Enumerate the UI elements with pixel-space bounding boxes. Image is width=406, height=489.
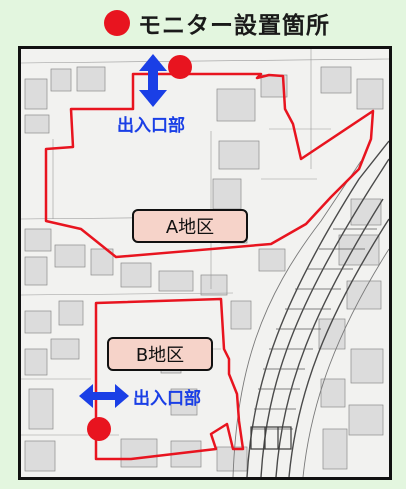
district-b-boundary <box>94 297 245 461</box>
entrance-label: 出入口部 <box>117 116 185 136</box>
crossing-grid <box>250 426 292 450</box>
site-map: 出入口部 出入口部 A地区 B地区 <box>18 46 392 480</box>
district-a-boundary <box>44 72 375 259</box>
red-dot-icon <box>87 417 111 441</box>
red-dot-icon <box>168 55 192 79</box>
double-arrow-icon <box>79 384 129 408</box>
district-b-label: B地区 <box>107 337 213 371</box>
legend: モニター設置箇所 <box>104 4 330 42</box>
entrance-label: 出入口部 <box>133 389 201 409</box>
legend-label: モニター設置箇所 <box>138 13 330 39</box>
red-dot-icon <box>104 10 130 36</box>
double-arrow-icon <box>139 54 167 107</box>
building-blocks <box>24 66 384 472</box>
map-drawing <box>21 49 389 477</box>
district-a-label: A地区 <box>132 209 248 243</box>
